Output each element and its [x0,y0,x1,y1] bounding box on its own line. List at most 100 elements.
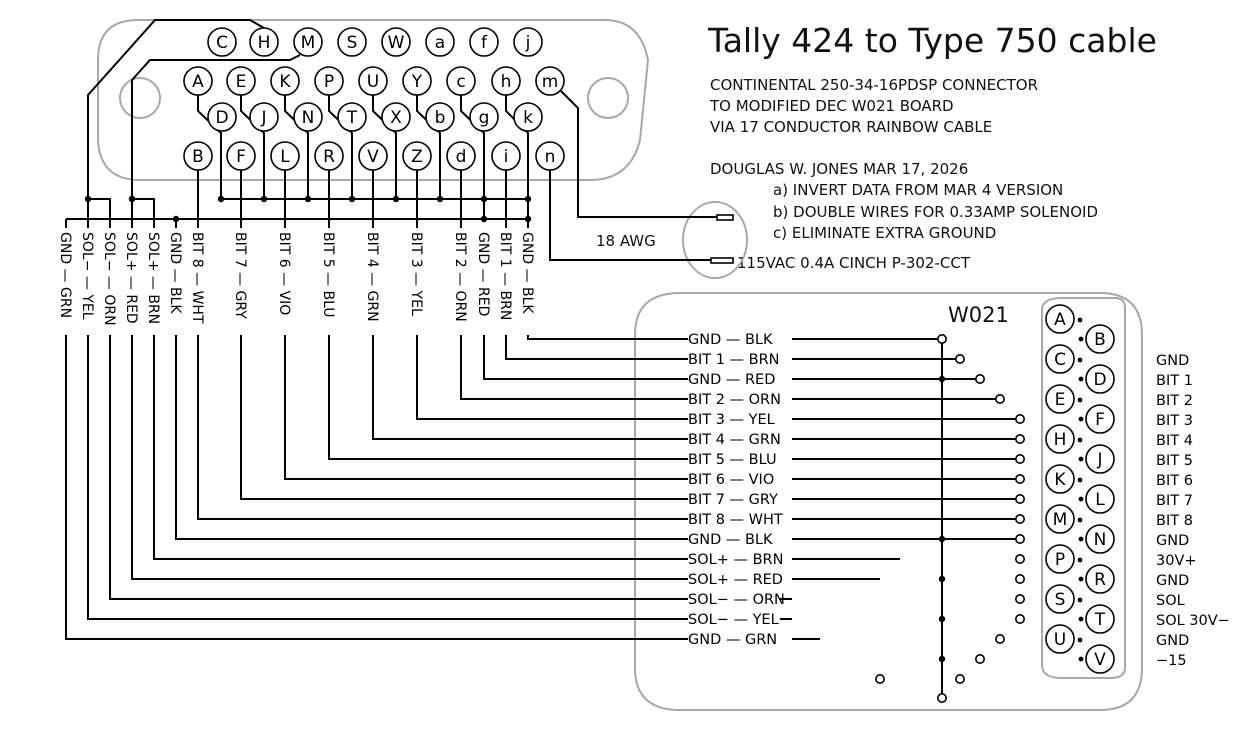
board-wire-4 [416,335,688,420]
pin-label: W [388,33,405,53]
board-pin-circle [1045,344,1075,374]
power-wire-n [549,170,711,261]
board-wire-label: GND — BLK [688,332,773,348]
pin-label: S [347,33,358,53]
vertical-wire-label-text: BIT 1 — BRN [497,232,513,320]
pin-circle [381,102,411,132]
vertical-wire-label-text: SOL+ — BRN [145,232,161,324]
note-a: a) INVERT DATA FROM MAR 4 VERSION [773,181,1063,199]
connector-pin-n: n [535,141,565,171]
board-pin-K: K [1045,464,1083,494]
board-wire-13 [109,335,688,600]
pin-label: j [525,33,531,53]
vertical-wire-label-text: SOL− — YEL [79,232,95,320]
pin-label: C [216,33,228,53]
pin-label: m [542,72,559,92]
power-wire-m [559,89,717,218]
power-pin-2 [710,257,734,264]
wire-from-pin-M [131,54,301,228]
pin-circle [358,141,388,171]
pin-circle [293,102,323,132]
board-pin-label: H [1054,430,1067,450]
pin-circle [446,141,476,171]
vertical-wire-label: BIT 8 — WHT [189,232,205,324]
power-connector-label: 115VAC 0.4A CINCH P-302-CCT [737,254,971,272]
board-pin-L: L [1078,484,1115,514]
board-pin-label: R [1094,570,1106,590]
board-wire-label: BIT 7 — GRY [688,492,778,508]
pin-circle [337,102,367,132]
board-function-label: BIT 8 [1156,513,1193,529]
pin-circle [535,141,565,171]
board-pin-circle [1045,304,1075,334]
pin-circle [183,66,213,96]
pin-circle [358,66,388,96]
pin-label: f [481,33,488,53]
junction-dot [938,535,946,543]
author-line: DOUGLAS W. JONES MAR 17, 2026 [710,160,968,178]
board-function-label: BIT 7 [1156,493,1193,509]
pin-circle [491,141,521,171]
pin-label: T [346,108,358,128]
vertical-wire-label: BIT 7 — GRY [232,232,248,319]
connector-pin-D: D [207,102,237,132]
board-wire-0 [527,335,688,340]
pin-circle [425,102,455,132]
pin-circle [337,27,367,57]
connector-pin-X: X [381,102,411,132]
vertical-wire-label-text: BIT 4 — GRN [364,232,380,322]
pin-circle [491,66,521,96]
pin-circle [425,27,455,57]
vertical-wire-label-text: GND — RED [475,232,491,316]
connector-pin-c: c [446,66,476,96]
board-pin-circle [1045,624,1075,654]
board-wire-label: BIT 8 — WHT [688,512,783,528]
board-pin-dot [1077,557,1083,563]
vertical-wire-label: BIT 3 — YEL [408,232,424,316]
vertical-wire-label-text: GND — BLK [167,232,183,314]
w021-edge-connector-outline [1041,297,1126,679]
junction-dot [84,195,92,203]
board-function-label: BIT 2 [1156,393,1193,409]
board-pin-circle [1085,604,1115,634]
board-pin-dot [1077,477,1083,483]
board-pin-label: S [1055,590,1066,610]
board-wire-5 [372,335,688,440]
board-pin-circle [1085,324,1115,354]
pin-circle [402,141,432,171]
board-pin-circle [1085,564,1115,594]
board-wire-3 [460,335,688,400]
pin-circle [249,102,279,132]
vertical-wire-label: BIT 2 — ORN [452,232,468,322]
board-pin-circle [1085,444,1115,474]
pin-label: d [456,147,467,167]
board-wire-label: SOL− — YEL [688,612,779,628]
connector-pin-j: j [513,27,543,57]
connector-pin-M: M [293,27,323,57]
terminal-ring [936,333,947,344]
connector-pin-C: C [207,27,237,57]
board-wire-label: GND — BLK [688,532,773,548]
terminal-ring [1014,553,1025,564]
board-pin-dot [1078,536,1084,542]
board-wire-2 [483,335,688,380]
terminal-ring [1014,473,1025,484]
pin-circle [270,66,300,96]
board-wire-14 [87,335,688,620]
board-pin-dot [1077,517,1083,523]
board-wire-label: BIT 5 — BLU [688,452,777,468]
board-pin-label: N [1094,530,1107,550]
connector-pin-i: i [491,141,521,171]
board-pin-dot [1077,597,1083,603]
terminal-ring [954,673,965,684]
board-function-label: SOL 30V− [1156,613,1230,629]
board-wire-label: BIT 1 — BRN [688,352,780,368]
connector-pin-k: k [513,102,543,132]
terminal-ring [954,353,965,364]
board-pin-label: K [1054,470,1066,490]
pin-label: L [280,147,290,167]
terminal-ring [994,393,1005,404]
vertical-wire-label-text: BIT 5 — BLU [320,232,336,318]
